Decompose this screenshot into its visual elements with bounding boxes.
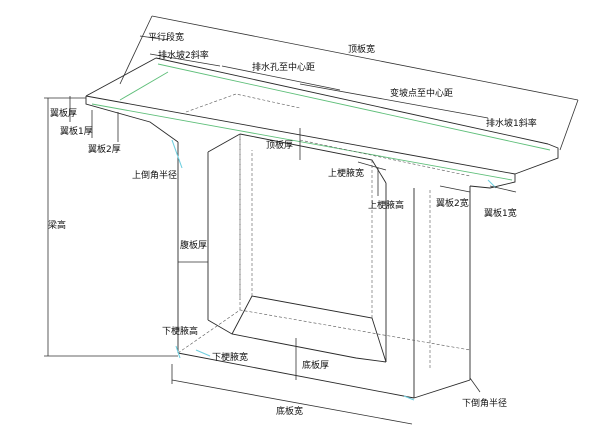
label-drain-hole-to-center: 排水孔至中心距 [252,61,315,73]
label-bottom-slab-thickness: 底板厚 [302,359,329,371]
label-upper-chamfer-radius: 上倒角半径 [132,169,177,181]
label-deck-width: 顶板宽 [348,43,375,55]
label-drain-slope-2: 排水坡2斜率 [158,49,209,61]
label-parallel-segment-width: 平行段宽 [148,31,184,43]
highlight-lines [171,139,497,401]
label-web-thickness: 腹板厚 [180,239,207,251]
label-flange-2-width: 翼板2宽 [436,197,469,209]
label-lower-chamfer-radius: 下倒角半径 [462,397,507,409]
label-slope-change-to-center: 变坡点至中心距 [390,87,453,99]
label-flange-thickness: 翼板厚 [50,107,77,119]
dimension-lines [44,15,579,425]
label-lower-haunch-width: 下梗腋宽 [212,351,248,363]
label-flange-1-thickness: 翼板1厚 [60,125,93,137]
label-flange-1-width: 翼板1宽 [484,207,517,219]
label-girder-height: 梁高 [48,219,66,231]
label-upper-haunch-width: 上梗腋宽 [328,167,364,179]
label-flange-2-thickness: 翼板2厚 [88,143,121,155]
label-top-slab-thickness: 顶板厚 [266,139,293,151]
label-drain-slope-1: 排水坡1斜率 [486,117,537,129]
hidden-lines [177,93,471,370]
label-upper-haunch-height: 上梗腋高 [368,199,404,211]
dimension-labels: 顶板宽 平行段宽 排水坡2斜率 排水孔至中心距 变坡点至中心距 排水坡1斜率 翼… [48,31,537,417]
label-lower-haunch-height: 下梗腋高 [162,325,198,337]
label-bottom-width: 底板宽 [276,405,303,417]
